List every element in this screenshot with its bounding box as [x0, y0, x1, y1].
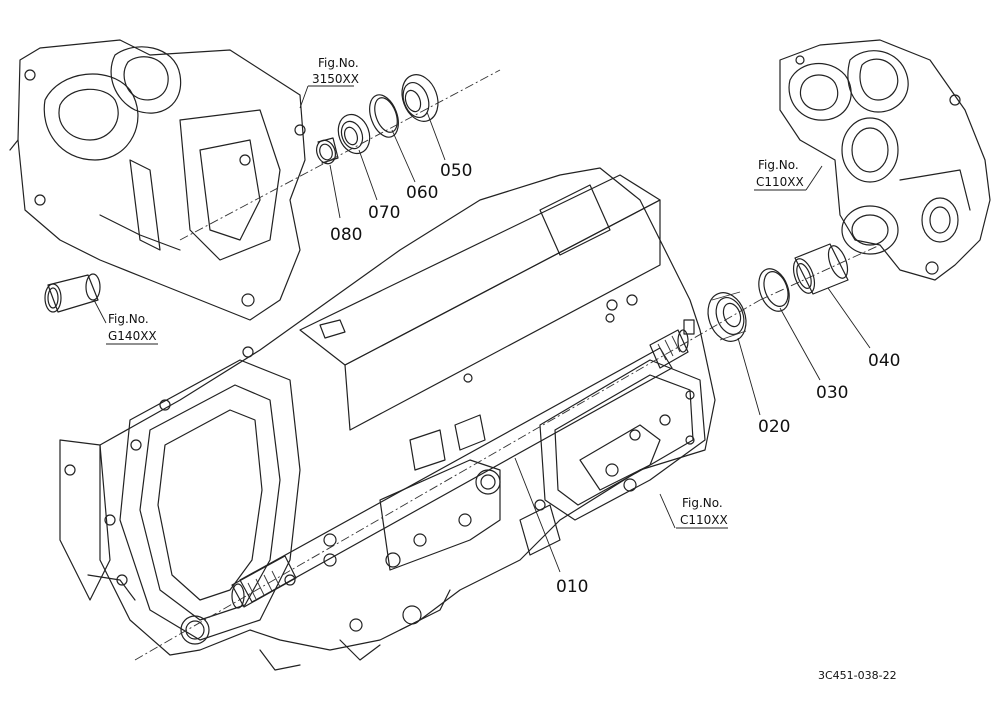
part-number-080: 080: [330, 225, 362, 245]
upper-right-housing: [779, 39, 991, 281]
snap-ring-030: [758, 268, 790, 312]
bearing-050: [401, 74, 439, 122]
bushing-080: [315, 137, 339, 165]
part-number-020: 020: [758, 417, 790, 437]
figref-top-left-label: Fig.No.: [318, 56, 359, 70]
snap-ring-060: [369, 94, 399, 138]
left-bushing: [44, 273, 101, 313]
upper-axis-line: [179, 69, 501, 241]
figref-top-right-code: C110XX: [756, 175, 804, 189]
figref-left-code: G140XX: [108, 329, 157, 343]
main-transmission-case: [59, 167, 716, 671]
part-number-060: 060: [406, 183, 438, 203]
upper-left-housing: [9, 39, 306, 321]
bushing-040: [759, 243, 881, 301]
bearing-070: [337, 113, 371, 155]
figref-top-right-label: Fig.No.: [758, 158, 799, 172]
figref-left-label: Fig.No.: [108, 312, 149, 326]
leader-lines: [93, 85, 871, 573]
part-number-070: 070: [368, 203, 400, 223]
figref-mid-right-label: Fig.No.: [682, 496, 723, 510]
part-number-010: 010: [556, 577, 588, 597]
drawing-code: 3C451-038-22: [818, 669, 897, 682]
shaft-010: [134, 299, 761, 661]
figref-top-left-code: 3150XX: [312, 72, 359, 86]
part-number-030: 030: [816, 383, 848, 403]
figref-mid-right-code: C110XX: [680, 513, 728, 527]
part-number-050: 050: [440, 161, 472, 181]
bearing-020: [707, 291, 747, 342]
part-number-040: 040: [868, 351, 900, 371]
